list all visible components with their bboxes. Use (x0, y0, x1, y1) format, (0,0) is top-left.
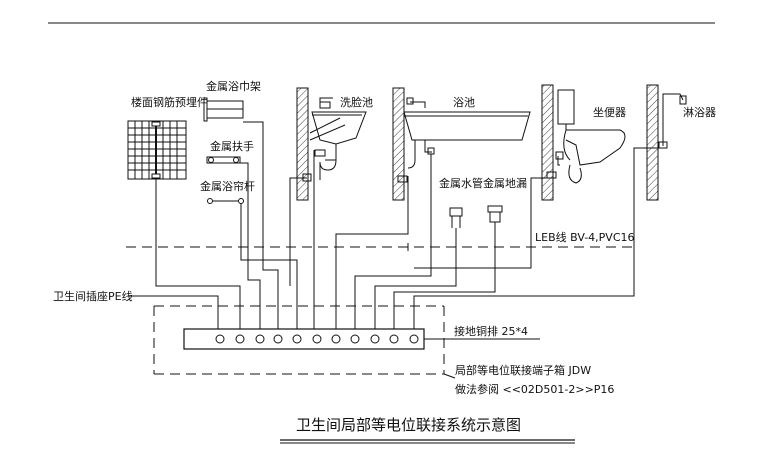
rebar-grid-icon (127, 120, 187, 180)
shower-label: 淋浴器 (683, 106, 716, 119)
toilet-icon (541, 84, 626, 201)
bonding-wires (155, 121, 663, 329)
toilet-label: 坐便器 (593, 106, 626, 119)
socket-pe-wire (128, 295, 219, 329)
curtain-rod-label: 金属浴帘杆 (200, 179, 255, 193)
shower-icon (646, 84, 687, 201)
terminal-box-outline (153, 305, 445, 375)
towel-rack-label: 金属浴巾架 (206, 79, 261, 93)
grounding-bar (183, 328, 425, 350)
leb-tick-marks (155, 243, 635, 251)
water-pipe-icon (449, 207, 463, 228)
reference-label: 做法参阅 <<02D501-2>>P16 (455, 382, 614, 396)
curtain-rod-icon (207, 198, 244, 204)
washbasin-icon (296, 87, 367, 201)
grounding-terminals (215, 334, 419, 344)
towel-rack-icon (203, 97, 244, 122)
grounding-bar-label: 接地铜排 25*4 (454, 324, 528, 338)
washbasin-label: 洗脸池 (340, 95, 373, 109)
floor-drain-label: 金属地漏 (483, 176, 527, 190)
bathtub-icon (392, 87, 531, 201)
leb-wire-label: LEB线 BV-4,PVC16 (535, 230, 635, 244)
rebar-label: 楼面钢筋预埋件 (131, 95, 208, 109)
floor-drain-icon (487, 205, 503, 223)
handrail-label: 金属扶手 (210, 139, 254, 153)
diagram-title: 卫生间局部等电位联接系统示意图 (296, 416, 521, 434)
bathtub-label: 浴池 (453, 96, 475, 109)
terminal-box-label: 局部等电位联接端子箱 JDW (455, 363, 591, 377)
water-pipe-label: 金属水管 (439, 176, 483, 190)
terminal-box-leader (443, 373, 456, 379)
handrail-icon (206, 156, 241, 164)
socket-pe-label: 卫生间插座PE线 (53, 289, 133, 303)
